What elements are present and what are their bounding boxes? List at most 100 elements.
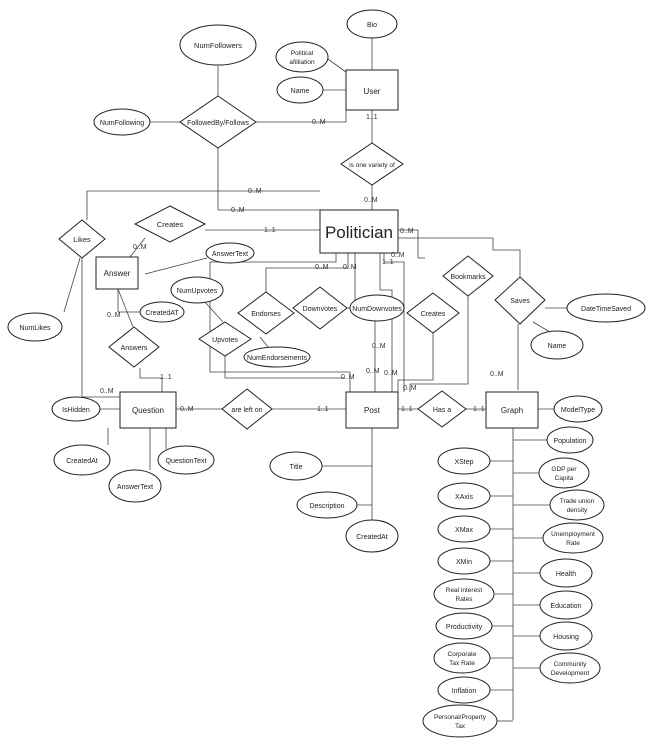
attr-num-following[interactable]: NumFollowing bbox=[93, 108, 151, 136]
card-follows-user: 0..M bbox=[312, 119, 326, 126]
rel-upvotes[interactable]: Upvotes bbox=[198, 321, 252, 357]
card-politician-creates-answer: 1..1 bbox=[264, 227, 276, 234]
rel-creates-post[interactable]: Creates bbox=[406, 292, 460, 334]
attr-political-affiliation[interactable]: Political afilliation bbox=[275, 41, 329, 73]
attr-x-step[interactable]: XStep bbox=[437, 447, 491, 475]
attr-gdp-per-capita-line-1: GDP per bbox=[551, 466, 577, 473]
rel-has-a[interactable]: Has a bbox=[417, 390, 467, 428]
attr-productivity[interactable]: Productivity bbox=[435, 612, 493, 640]
attr-bio[interactable]: Bio bbox=[346, 9, 398, 39]
attr-created-at-post[interactable]: CreatedAt bbox=[345, 519, 399, 553]
card-creates-post: 0..M bbox=[384, 370, 398, 377]
rel-are-left-on-label: are left on bbox=[231, 407, 262, 414]
card-user-variety: 1..1 bbox=[366, 114, 378, 121]
attr-x-max[interactable]: XMax bbox=[437, 515, 491, 543]
attr-created-at-question[interactable]: CreatedAt bbox=[53, 444, 111, 476]
card-variety-politician: 0..M bbox=[364, 197, 378, 204]
rel-endorses[interactable]: Endorses bbox=[237, 291, 295, 335]
attr-num-followers[interactable]: NumFollowers bbox=[179, 24, 257, 66]
attr-personal-property-tax[interactable]: Personal/Property Tax bbox=[422, 704, 498, 738]
attr-housing[interactable]: Housing bbox=[539, 621, 593, 651]
card-downvotes-post: 0..M bbox=[366, 368, 380, 375]
entity-graph[interactable]: Graph bbox=[485, 391, 539, 429]
entity-answer[interactable]: Answer bbox=[95, 256, 139, 290]
entity-question-label: Question bbox=[132, 406, 164, 415]
rel-is-one-variety-of[interactable]: is one variety of bbox=[340, 142, 404, 186]
attr-model-type[interactable]: ModelType bbox=[553, 395, 603, 423]
attr-personal-property-tax-line-1: Personal/Property bbox=[434, 714, 487, 721]
attr-name-saves-label: Name bbox=[548, 343, 567, 350]
attr-community-development-line-1: Community bbox=[554, 661, 588, 668]
attr-num-followers-label: NumFollowers bbox=[194, 41, 242, 50]
card-follows-politician: 0..M bbox=[231, 207, 245, 214]
attr-title[interactable]: Title bbox=[269, 451, 323, 481]
entity-politician[interactable]: Politician bbox=[319, 209, 399, 254]
card-pol-post-4: 1..1 bbox=[382, 259, 394, 266]
attr-trade-union-density[interactable]: Trade union density bbox=[549, 489, 605, 521]
card-pol-post-3: 0..M bbox=[391, 252, 405, 259]
rel-downvotes[interactable]: Downvotes bbox=[292, 286, 348, 330]
rel-bookmarks[interactable]: Bookmarks bbox=[442, 255, 494, 297]
card-post-has-a: 1..1 bbox=[401, 406, 413, 413]
attr-community-development[interactable]: Community Development bbox=[539, 652, 601, 684]
attr-education[interactable]: Education bbox=[539, 590, 593, 620]
attr-x-min[interactable]: XMin bbox=[437, 547, 491, 575]
rel-saves[interactable]: Saves bbox=[494, 276, 546, 325]
rel-followed-by-follows[interactable]: FollowedBy/Follows bbox=[179, 95, 257, 149]
attr-x-axis[interactable]: XAxis bbox=[437, 482, 491, 510]
attr-real-interest-rates[interactable]: Real interest Rates bbox=[433, 578, 495, 610]
rel-creates-answer[interactable]: Creates bbox=[133, 205, 207, 243]
rel-answers[interactable]: Answers bbox=[108, 326, 160, 368]
attr-population[interactable]: Population bbox=[546, 426, 594, 454]
attr-num-following-label: NumFollowing bbox=[100, 120, 144, 127]
attr-real-interest-rates-line-1: Real interest bbox=[446, 587, 483, 594]
attr-name-user[interactable]: Name bbox=[276, 76, 324, 104]
attr-unemployment-rate[interactable]: Unemployment Rate bbox=[542, 522, 604, 554]
attr-num-likes[interactable]: NumLikes bbox=[7, 312, 63, 342]
attr-x-axis-label: XAxis bbox=[455, 494, 473, 501]
attr-num-endorsements[interactable]: NumEndorsements bbox=[243, 346, 311, 368]
rel-downvotes-label: Downvotes bbox=[303, 306, 338, 313]
attr-is-hidden[interactable]: IsHidden bbox=[51, 396, 101, 422]
attr-is-hidden-label: IsHidden bbox=[62, 407, 90, 414]
attr-num-upvotes[interactable]: NumUpvotes bbox=[170, 276, 224, 304]
cardinality-labels: 0..M 1..1 0..M 0..M 0..M 1..1 0..M 0..M … bbox=[100, 114, 504, 413]
attr-education-label: Education bbox=[550, 603, 581, 610]
card-answer-answers: 0..M bbox=[107, 312, 121, 319]
attr-answer-text-question[interactable]: AnswerText bbox=[108, 469, 162, 503]
entity-user[interactable]: User bbox=[345, 69, 399, 111]
attr-num-downvotes[interactable]: NumDownvotes bbox=[349, 294, 405, 322]
attr-created-at-answer[interactable]: CreatedAT bbox=[139, 301, 185, 323]
entity-post-label: Post bbox=[364, 406, 381, 415]
attr-personal-property-tax-line-2: Tax bbox=[455, 723, 466, 730]
attr-corporate-tax-rate[interactable]: Corporate Tax Rate bbox=[433, 642, 491, 674]
attr-description[interactable]: Description bbox=[296, 491, 358, 519]
attr-question-text[interactable]: QuestionText bbox=[157, 445, 215, 475]
rel-likes[interactable]: Likes bbox=[58, 219, 106, 259]
rel-creates-answer-label: Creates bbox=[157, 220, 184, 229]
attr-inflation[interactable]: Inflation bbox=[437, 676, 491, 704]
attr-answer-text-answer[interactable]: AnswerText bbox=[205, 242, 255, 264]
attr-housing-label: Housing bbox=[553, 634, 579, 641]
attr-real-interest-rates-line-2: Rates bbox=[456, 596, 474, 603]
attr-productivity-label: Productivity bbox=[446, 624, 483, 631]
entity-graph-label: Graph bbox=[501, 406, 523, 415]
entity-question[interactable]: Question bbox=[119, 391, 177, 429]
attr-bio-label: Bio bbox=[367, 22, 377, 29]
rel-are-left-on[interactable]: are left on bbox=[221, 388, 273, 430]
attr-answer-text-question-label: AnswerText bbox=[117, 484, 153, 491]
attr-unemployment-rate-line-2: Rate bbox=[566, 540, 580, 547]
connector-lines bbox=[63, 38, 568, 722]
attr-date-time-saved[interactable]: DateTimeSaved bbox=[566, 293, 646, 323]
attr-name-saves[interactable]: Name bbox=[530, 330, 584, 360]
card-saves-graph: 0..M bbox=[490, 371, 504, 378]
attr-health[interactable]: Health bbox=[539, 558, 593, 588]
attr-inflation-label: Inflation bbox=[452, 688, 477, 695]
rel-is-one-variety-of-label: is one variety of bbox=[349, 162, 395, 169]
entity-post[interactable]: Post bbox=[345, 391, 399, 429]
attr-x-min-label: XMin bbox=[456, 559, 472, 566]
attr-community-development-line-2: Development bbox=[551, 670, 589, 677]
rel-followed-by-follows-label: FollowedBy/Follows bbox=[187, 120, 249, 127]
attr-gdp-per-capita[interactable]: GDP per Capita bbox=[538, 457, 590, 489]
